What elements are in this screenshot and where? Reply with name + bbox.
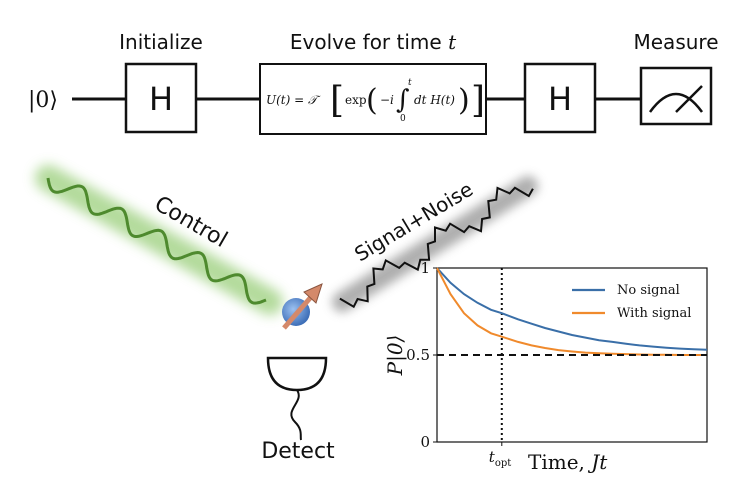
detect-label: Detect	[261, 439, 335, 464]
input-state-label: |0⟩	[28, 88, 58, 113]
hadamard-gate-initialize-label: H	[149, 80, 173, 118]
initialize-label: Initialize	[119, 30, 203, 54]
spin-arrow-shaft-icon	[282, 295, 313, 330]
formula-bracket-left: [	[330, 80, 344, 121]
y-tick-label: 0.5	[406, 346, 430, 364]
formula-integrand: dt H(t)	[414, 93, 455, 107]
control-wave	[46, 177, 267, 305]
hadamard-gate-readout	[523, 62, 597, 134]
probability-chart: 00.51 topt No signal With signal P|0⟩ Ti…	[383, 259, 708, 474]
legend-label-no-signal: No signal	[617, 283, 680, 298]
y-tick-label: 0	[420, 433, 430, 451]
y-axis-label: P|0⟩	[383, 335, 408, 377]
measurement-box	[639, 66, 713, 126]
integral-upper: t	[408, 78, 412, 88]
circuit: |0⟩ Initialize H Evolve for time t U(t) …	[28, 30, 719, 135]
x-tick-label-t-opt: topt	[489, 448, 511, 469]
meter-icon	[648, 92, 704, 113]
integral-sign: ∫	[396, 85, 410, 115]
signal-shadow	[332, 176, 538, 312]
x-axis-label-var: Jt	[587, 450, 608, 474]
x-axis-label-text: Time,	[528, 450, 585, 474]
x-ticks: topt	[489, 442, 511, 469]
control-glow	[35, 165, 283, 315]
legend-label-with-signal: With signal	[617, 306, 691, 321]
y-ticks: 00.51	[406, 259, 437, 451]
formula-minus-i: −i	[380, 93, 394, 107]
evolve-label-var: t	[448, 30, 457, 54]
detector: Detect	[261, 356, 335, 464]
qubit-sensor	[282, 283, 323, 330]
formula-exp: exp	[345, 93, 367, 107]
spin-arrow-head-icon	[303, 283, 323, 304]
evolve-label: Evolve for time t	[290, 30, 457, 54]
integral-lower: 0	[400, 114, 406, 124]
evolution-operator-box	[259, 63, 487, 135]
legend: No signal With signal	[572, 283, 691, 321]
evolution-formula: U(t) = 𝒯 [ exp ( −i ∫ t 0 dt H(t) ) ]	[266, 78, 485, 124]
signal-noise-wave	[339, 186, 534, 309]
control-beam: Control	[35, 165, 283, 315]
chart-marks	[436, 267, 708, 442]
evolve-label-text: Evolve for time	[290, 30, 442, 54]
series-line-no-signal	[436, 267, 708, 351]
measure-label: Measure	[634, 30, 719, 54]
meter-needle-icon	[675, 85, 703, 113]
formula-paren-left: (	[366, 83, 378, 118]
series-line-with-signal	[436, 267, 707, 356]
formula-bracket-right: ]	[471, 80, 485, 121]
detector-cable-icon	[290, 389, 302, 441]
formula-lhs: U(t) = 𝒯	[266, 93, 321, 107]
x-axis-label: Time, Jt	[528, 450, 608, 474]
y-tick-label: 1	[420, 259, 430, 277]
hadamard-gate-readout-label: H	[548, 80, 572, 118]
hadamard-gate-initialize	[124, 62, 198, 134]
detector-cup-icon	[266, 356, 328, 392]
formula-paren-right: )	[458, 83, 470, 118]
